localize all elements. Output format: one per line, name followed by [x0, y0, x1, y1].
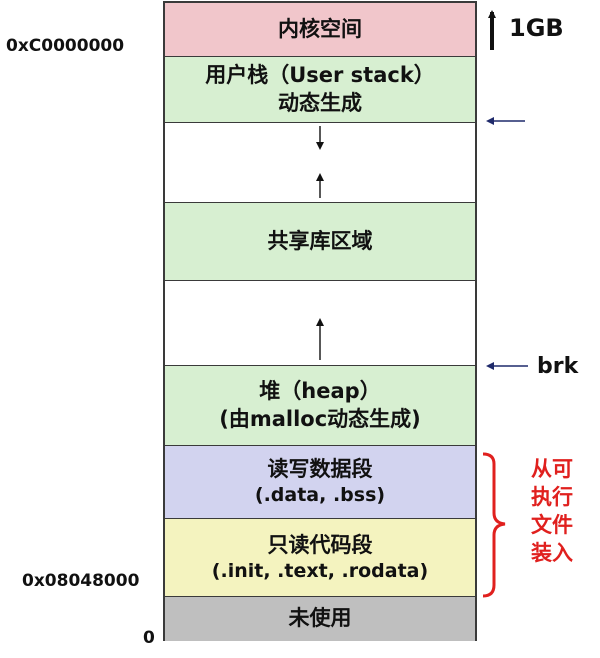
segment-unused: 未使用	[165, 597, 475, 641]
segment-data: 读写数据段 (.data, .bss)	[165, 446, 475, 519]
kernel-size-label: 1GB	[509, 14, 564, 42]
segment-shared-lib: 共享库区域	[165, 203, 475, 281]
segment-gap-upper	[165, 123, 475, 203]
bracket-loaded-segments	[482, 452, 506, 598]
address-zero: 0	[143, 628, 155, 648]
segment-kernel-label: 内核空间	[278, 16, 362, 41]
segment-gap-lower	[165, 281, 475, 366]
brk-label: brk	[537, 354, 579, 379]
loaded-from-exe-label: 从可执行文件装入	[531, 457, 573, 565]
segment-unused-label: 未使用	[288, 606, 352, 631]
address-text-start: 0x08048000	[22, 571, 140, 591]
segment-data-sublabel: (.data, .bss)	[254, 484, 386, 507]
segment-shared-lib-label: 共享库区域	[267, 228, 373, 253]
segment-heap-label: 堆（heap）	[259, 379, 381, 404]
segment-kernel: 内核空间	[165, 3, 475, 57]
segment-data-label: 读写数据段	[267, 457, 373, 481]
segment-text: 只读代码段 (.init, .text, .rodata)	[165, 519, 475, 597]
segment-user-stack: 用户栈（User stack） 动态生成	[165, 57, 475, 123]
segment-user-stack-label: 用户栈（User stack）	[205, 63, 435, 88]
segment-text-label: 只读代码段	[267, 532, 373, 557]
segment-user-stack-sublabel: 动态生成	[278, 90, 362, 115]
memory-layout-stack: 内核空间 用户栈（User stack） 动态生成 共享库区域 堆（heap） …	[163, 1, 477, 641]
segment-text-sublabel: (.init, .text, .rodata)	[211, 559, 429, 582]
segment-heap: 堆（heap） (由malloc动态生成)	[165, 366, 475, 446]
segment-heap-sublabel: (由malloc动态生成)	[219, 406, 421, 431]
address-kernel-start: 0xC0000000	[6, 36, 125, 56]
